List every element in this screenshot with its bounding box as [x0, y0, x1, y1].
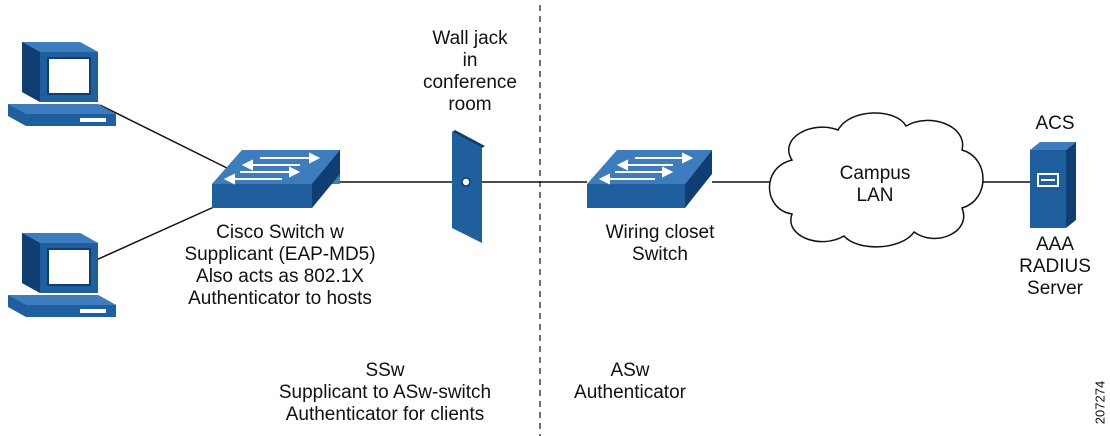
- campus-lan-label: Campus LAN: [839, 163, 911, 206]
- wall-jack-icon: [452, 130, 485, 243]
- link-pc1-switch: [99, 104, 236, 173]
- wiring-closet-switch-icon: [587, 150, 712, 208]
- pc-bottom-icon: [8, 233, 116, 317]
- aaa-server-label: AAA RADIUS Server: [1019, 234, 1091, 299]
- cisco-switch-icon: [212, 150, 340, 208]
- link-pc2-switch: [84, 201, 226, 266]
- ssw-label: SSw Supplicant to ASw-switch Authenticat…: [278, 360, 492, 425]
- campus-lan-cloud-icon: [768, 112, 984, 248]
- wall-jack-label: Wall jack in conference room: [422, 28, 517, 115]
- wiring-closet-label: Wiring closet Switch: [605, 222, 715, 265]
- figure-id: 207274: [1092, 380, 1108, 425]
- cisco-switch-label: Cisco Switch w Supplicant (EAP-MD5) Also…: [184, 222, 376, 309]
- acs-server-icon: [1030, 142, 1076, 228]
- asw-label: ASw Authenticator: [574, 360, 686, 403]
- pc-top-icon: [8, 42, 116, 126]
- acs-label: ACS: [1035, 113, 1075, 134]
